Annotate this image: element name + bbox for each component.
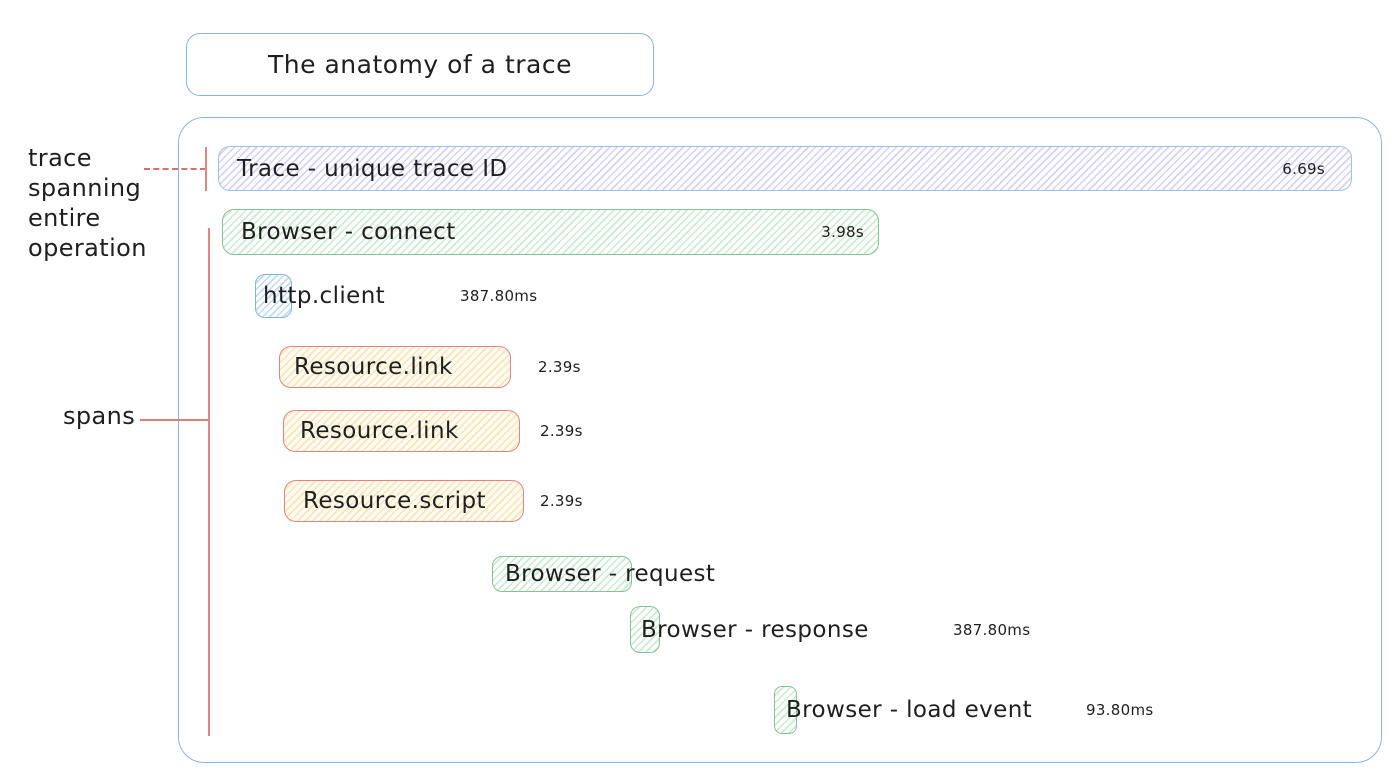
trace-frame — [178, 117, 1382, 763]
spans-bracket-line — [208, 228, 210, 736]
spans-pointer-line — [140, 419, 209, 421]
span-label: Resource.script — [303, 488, 486, 514]
span-duration: 2.39s — [540, 492, 583, 510]
span-bar-resource-link-1: Resource.link — [279, 346, 511, 388]
trace-duration: 6.69s — [1282, 159, 1325, 178]
trace-annotation: trace spanning entire operation — [28, 143, 147, 263]
span-bar-resource-script: Resource.script — [284, 480, 524, 522]
trace-annotation-line: operation — [28, 234, 147, 262]
trace-annotation-line: spanning — [28, 174, 142, 202]
span-label: Browser - load event — [786, 697, 1033, 723]
span-label: http.client — [263, 283, 386, 309]
trace-annotation-line: trace — [28, 144, 92, 172]
span-bar-http-client — [255, 274, 292, 318]
span-label: Browser - request — [505, 561, 716, 587]
span-bar-browser-response — [630, 606, 660, 653]
span-duration: 2.39s — [540, 422, 583, 440]
span-bar-browser-load-event — [774, 686, 797, 734]
trace-bar: Trace - unique trace ID 6.69s — [218, 146, 1352, 191]
span-duration: 93.80ms — [1086, 701, 1154, 719]
span-duration: 387.80ms — [460, 287, 538, 305]
trace-bar-label: Trace - unique trace ID — [237, 155, 508, 182]
span-duration: 2.39s — [538, 358, 581, 376]
trace-pointer-line — [144, 168, 206, 170]
span-bar-resource-link-2: Resource.link — [283, 410, 520, 452]
span-label: Browser - response — [641, 616, 869, 643]
spans-annotation: spans — [63, 402, 136, 430]
span-duration: 387.80ms — [953, 620, 1031, 639]
page-title: The anatomy of a trace — [268, 50, 572, 79]
span-bar-browser-connect: Browser - connect 3.98s — [222, 209, 879, 255]
title-box: The anatomy of a trace — [186, 33, 654, 96]
span-label: Resource.link — [300, 418, 459, 444]
span-label: Browser - connect — [241, 219, 456, 245]
trace-pointer-tick — [205, 147, 207, 191]
span-label: Resource.link — [294, 354, 453, 380]
trace-annotation-line: entire — [28, 204, 101, 232]
span-bar-browser-request — [492, 556, 632, 592]
span-duration: 3.98s — [821, 223, 864, 241]
